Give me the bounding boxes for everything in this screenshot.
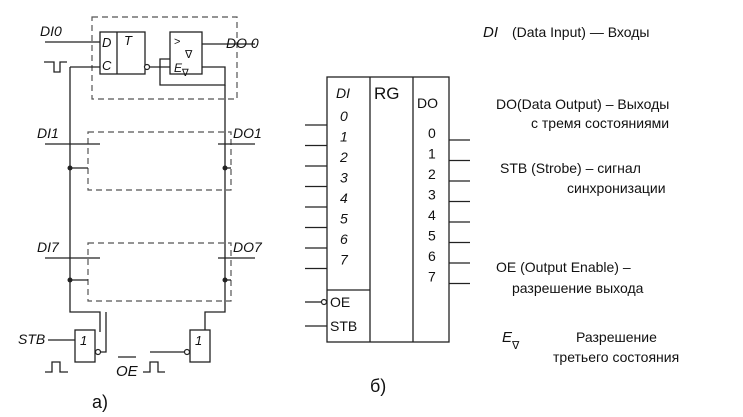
- legend-di-symbol: DI: [483, 24, 498, 41]
- oe-buffer: [189, 329, 211, 363]
- di-pin-label-4: 4: [340, 190, 348, 206]
- legend-e-line1: Разрешение: [576, 329, 657, 345]
- di-pin-label-5: 5: [340, 211, 348, 227]
- do1-label: DO1: [233, 125, 262, 141]
- do0-label: DO 0: [226, 35, 259, 51]
- do-pin-label-2: 2: [428, 166, 436, 182]
- di-pin-group: 0 1 2 3 4 5 6 7: [305, 108, 349, 270]
- legend-e-symbol: E: [502, 329, 513, 346]
- di-pin-label-2: 2: [339, 149, 348, 165]
- do-header: DO: [417, 95, 438, 111]
- do-pin-label-7: 7: [428, 269, 436, 285]
- do-pin-label-4: 4: [428, 207, 436, 223]
- oe-label: OE: [116, 363, 139, 380]
- stb-pulse: [45, 361, 68, 373]
- stb-gate-label: 1: [80, 333, 87, 348]
- register-symbol: DI RG DO 0 1 2 3 4 5 6 7 0 1 2 3 4 5 6 7 OE STB б): [305, 76, 470, 396]
- buffer-nabla-label: ∇: [184, 49, 193, 61]
- legend-di-text: (Data Input) — Входы: [512, 24, 649, 40]
- oe-pin-label: OE: [330, 294, 350, 310]
- buffer-gt-label: >: [174, 36, 180, 48]
- stage7-boundary: [87, 242, 232, 302]
- legend-do-line2: с тремя состояниями: [531, 115, 669, 131]
- do-pin-group: 0 1 2 3 4 5 6 7: [428, 125, 470, 285]
- oe-gate-label: 1: [195, 333, 202, 348]
- di-header: DI: [336, 85, 350, 101]
- rg-title: RG: [374, 84, 400, 103]
- di-pin-label-0: 0: [340, 108, 348, 124]
- di7-label: DI7: [37, 239, 60, 255]
- tristate-buffer: [169, 31, 203, 75]
- caption-b: б): [370, 376, 386, 396]
- do-pin-label-1: 1: [428, 146, 436, 162]
- di-pin-label-3: 3: [340, 170, 348, 186]
- legend-stb-line2: синхронизации: [567, 180, 666, 196]
- stb-label: STB: [18, 331, 45, 347]
- legend-stb-line1: STB (Strobe) – сигнал: [500, 160, 641, 176]
- do-pin-label-5: 5: [428, 228, 436, 244]
- ff-d-label: D: [102, 35, 111, 50]
- legend-e-line2: третьего состояния: [553, 349, 679, 365]
- do-pin-label-6: 6: [428, 248, 436, 264]
- legend-do-line1: DO(Data Output) – Выходы: [496, 96, 669, 112]
- ff-inverted-output: [143, 63, 151, 71]
- stb-pin-label: STB: [330, 318, 357, 334]
- buffer-e-label: E: [174, 61, 183, 75]
- do-pin-label-0: 0: [428, 125, 436, 141]
- di-pin-label-7: 7: [340, 252, 349, 268]
- oe-pulse: [143, 361, 165, 373]
- flip-flop: [99, 31, 146, 75]
- legend-oe-line2: разрешение выхода: [512, 280, 644, 296]
- legend: DI (Data Input) — Входы DO(Data Output) …: [483, 24, 679, 365]
- do-pin-label-3: 3: [428, 187, 436, 203]
- clock-waveform: [44, 61, 67, 73]
- circuit-schematic: D C T > ∇ E ∇ DI0 DO 0 DI1 DO1 DI7 DO7: [18, 16, 263, 412]
- do7-label: DO7: [233, 239, 263, 255]
- stb-buffer: [74, 329, 96, 363]
- stage1-boundary: [87, 131, 232, 191]
- ff-c-label: C: [102, 58, 112, 73]
- buffer-e-sub: ∇: [181, 68, 189, 79]
- oe-inversion-bubble: [320, 298, 328, 306]
- di0-label: DI0: [40, 23, 62, 39]
- legend-e-subscript: ∇: [511, 340, 520, 352]
- di-pin-label-6: 6: [340, 231, 348, 247]
- legend-oe-line1: OE (Output Enable) –: [496, 259, 631, 275]
- di1-label: DI1: [37, 125, 59, 141]
- stage0-boundary: [91, 16, 238, 100]
- ff-t-label: T: [124, 33, 133, 48]
- register-body: [326, 76, 450, 343]
- di-pin-label-1: 1: [340, 129, 348, 145]
- caption-a: а): [92, 392, 108, 412]
